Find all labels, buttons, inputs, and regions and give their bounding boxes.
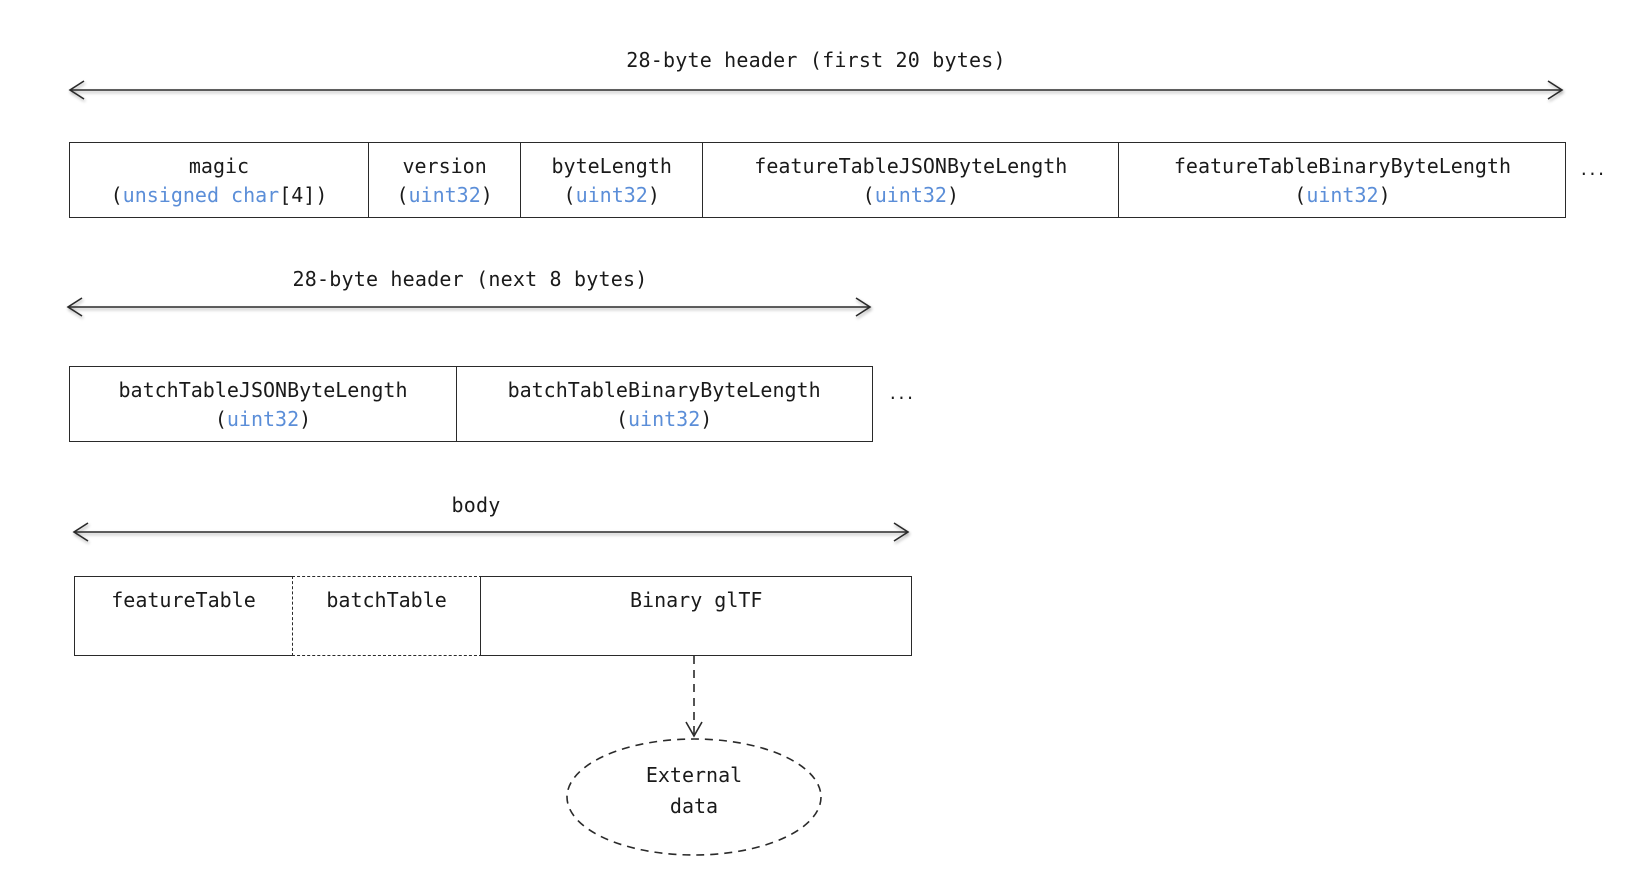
header-first-row: magic (unsigned char[4]) version (uint32… — [69, 142, 1567, 218]
type-name: uint32 — [408, 183, 481, 207]
type-open: ( — [563, 183, 576, 207]
type-close: ) — [480, 183, 493, 207]
type-open: ( — [214, 407, 227, 431]
header-next-span-label: 28-byte header (next 8 bytes) — [292, 267, 648, 291]
body-batchtable: batchTable — [291, 576, 482, 656]
body-span-label: body — [451, 493, 501, 517]
body-span-arrow — [72, 522, 910, 542]
header-next-row: batchTableJSONByteLength (uint32) batchT… — [69, 366, 873, 442]
section-name: batchTable — [326, 588, 447, 612]
type-name: uint32 — [1306, 183, 1379, 207]
field-type: (uint32) — [564, 181, 660, 210]
body-featuretable: featureTable — [74, 576, 293, 656]
field-name: batchTableBinaryByteLength — [507, 378, 821, 402]
header-next-span-arrow — [66, 297, 872, 317]
body-binary-gltf: Binary glTF — [480, 576, 913, 656]
field-magic: magic (unsigned char[4]) — [69, 142, 369, 218]
field-type: (uint32) — [863, 181, 959, 210]
type-name: uint32 — [575, 183, 648, 207]
field-featuretable-json-bytelength: featureTableJSONByteLength (uint32) — [701, 142, 1120, 218]
type-open: ( — [1294, 183, 1307, 207]
header-first-span-label: 28-byte header (first 20 bytes) — [626, 48, 1006, 72]
type-close: ) — [299, 407, 312, 431]
gltf-to-external-arrow — [685, 656, 703, 738]
body-row: featureTable batchTable Binary glTF — [74, 576, 913, 656]
field-name: byteLength — [551, 154, 672, 178]
field-type: (unsigned char[4]) — [111, 181, 328, 210]
section-name: featureTable — [111, 588, 256, 612]
field-name: batchTableJSONByteLength — [118, 378, 408, 402]
type-name: unsigned char — [122, 183, 280, 207]
field-type: (uint32) — [616, 405, 712, 434]
field-batchtable-binary-bytelength: batchTableBinaryByteLength (uint32) — [455, 366, 873, 442]
external-data-label: External data — [564, 760, 824, 822]
external-data-ellipse — [566, 738, 822, 856]
field-batchtable-json-bytelength: batchTableJSONByteLength (uint32) — [69, 366, 457, 442]
type-open: ( — [110, 183, 123, 207]
header-next-continuation: ... — [888, 384, 915, 403]
field-type: (uint32) — [396, 181, 492, 210]
field-featuretable-binary-bytelength: featureTableBinaryByteLength (uint32) — [1118, 142, 1567, 218]
field-version: version (uint32) — [367, 142, 522, 218]
header-first-span-arrow — [68, 80, 1564, 100]
type-close: [4]) — [279, 183, 328, 207]
field-bytelength: byteLength (uint32) — [520, 142, 704, 218]
external-data-line-1: External — [645, 763, 743, 787]
type-name: uint32 — [226, 407, 300, 431]
type-name: uint32 — [627, 407, 701, 431]
external-data-line-2: data — [669, 794, 719, 818]
header-first-continuation: ... — [1579, 160, 1606, 179]
field-name: version — [402, 154, 487, 178]
type-close: ) — [946, 183, 959, 207]
field-name: magic — [188, 154, 250, 178]
type-open: ( — [396, 183, 409, 207]
type-close: ) — [1378, 183, 1391, 207]
field-name: featureTableBinaryByteLength — [1173, 154, 1512, 178]
type-open: ( — [615, 407, 628, 431]
type-close: ) — [647, 183, 660, 207]
field-type: (uint32) — [215, 405, 311, 434]
type-open: ( — [862, 183, 875, 207]
field-type: (uint32) — [1294, 181, 1390, 210]
field-name: featureTableJSONByteLength — [754, 154, 1068, 178]
type-name: uint32 — [874, 183, 947, 207]
section-name: Binary glTF — [629, 588, 763, 612]
type-close: ) — [700, 407, 713, 431]
